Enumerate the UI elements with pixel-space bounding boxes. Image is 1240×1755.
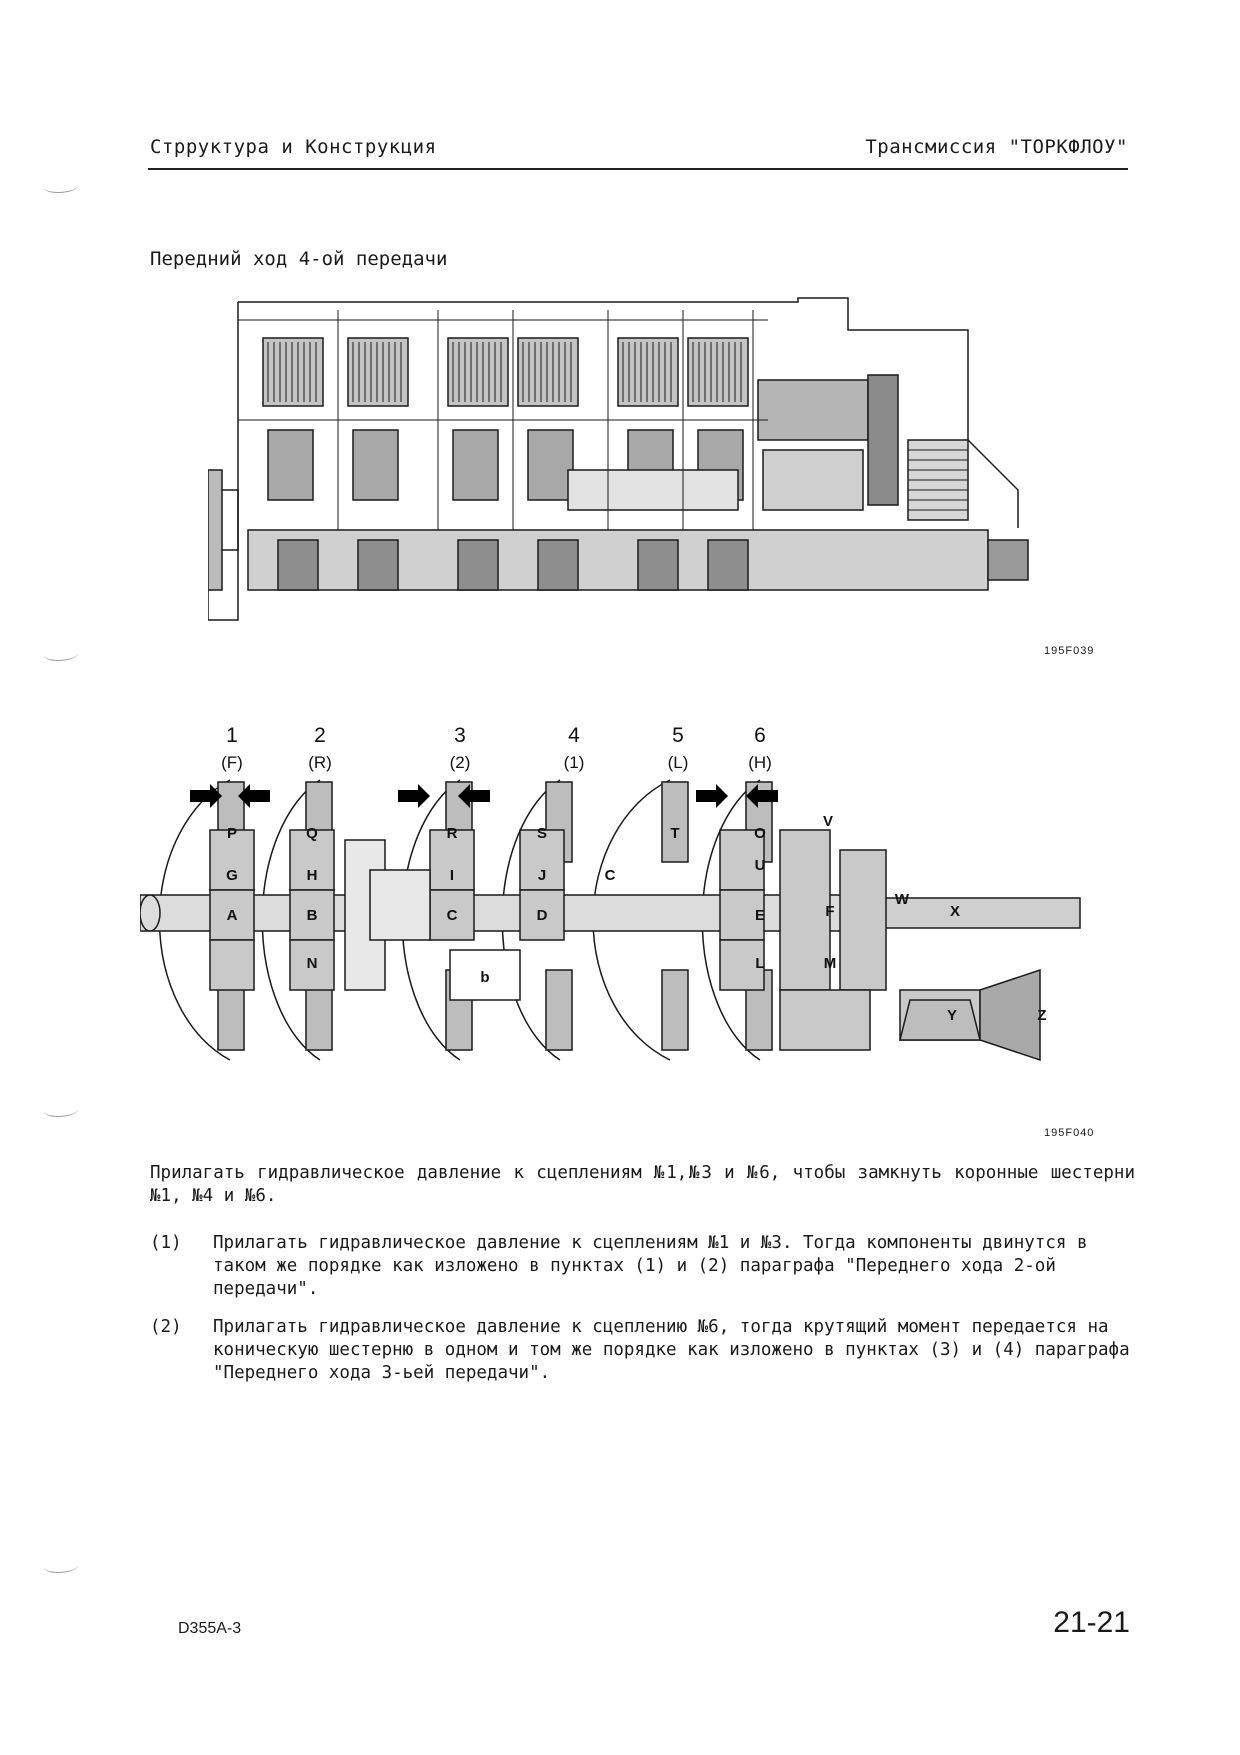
list-item-number: (1) [150, 1233, 182, 1253]
list-item: (1) Прилагать гидравлическое давление к … [150, 1232, 1135, 1304]
page-number: 21-21 [1053, 1606, 1130, 1639]
clutch-name: (H) [748, 753, 772, 772]
gear-label: C [605, 867, 616, 884]
gear-label: R [447, 825, 458, 842]
clutch-name: (1) [564, 753, 585, 772]
header-section-title: Стрруктура и Конструкция [150, 136, 437, 158]
gear-label: U [755, 857, 766, 874]
gear-label: C [447, 907, 458, 924]
gear-label: F [825, 903, 834, 920]
gear-label: B [307, 907, 318, 924]
gear-label: L [755, 955, 764, 972]
clutch-number: 2 [314, 724, 326, 747]
clutch-number: 5 [672, 724, 684, 747]
punch-mark [44, 180, 78, 193]
model-code: D355A-3 [178, 1620, 242, 1637]
clutch-number: 6 [754, 724, 766, 747]
punch-mark [44, 648, 78, 661]
gear-label: X [950, 903, 960, 920]
gear-label: Z [1037, 1007, 1046, 1024]
gear-label: A [227, 907, 238, 924]
clutch-number: 1 [226, 724, 238, 747]
gear-label: T [670, 825, 679, 842]
clutch-name: (L) [668, 753, 689, 772]
gear-label: D [537, 907, 548, 924]
header-rule [148, 168, 1128, 170]
gear-label: O [754, 825, 766, 842]
gear-label: M [824, 955, 837, 972]
clutch-name: (2) [450, 753, 471, 772]
figure2-code: 195F040 [1044, 1127, 1095, 1139]
list-item-number: (2) [150, 1317, 182, 1337]
gear-label: Q [306, 825, 318, 842]
gear-label: Y [947, 1007, 957, 1024]
gear-label: H [307, 867, 318, 884]
header-chapter-title: Трансмиссия "ТОРКФЛОУ" [865, 136, 1128, 158]
list-item: (2) Прилагать гидравлическое давление к … [150, 1316, 1135, 1388]
gear-label: E [755, 907, 765, 924]
gear-label: N [307, 955, 318, 972]
clutch-number: 3 [454, 724, 466, 747]
gear-label: S [537, 825, 547, 842]
gear-label: P [227, 825, 237, 842]
gear-label: J [538, 867, 546, 884]
clutch-name: (F) [221, 753, 243, 772]
section-title: Передний ход 4-ой передачи [150, 248, 448, 270]
transmission-cross-section-figure [208, 297, 1029, 621]
clutch-number: 4 [568, 724, 580, 747]
gear-label: I [450, 867, 454, 884]
punch-mark [44, 1104, 78, 1117]
list-item-text: Прилагать гидравлическое давление к сцеп… [213, 1233, 1088, 1299]
clutch-schematic-figure: 1 2 3 4 5 6 (F) (R) (2) (1) (L) (H) [140, 724, 1081, 1062]
intro-paragraph: Прилагать гидравлическое давление к сцеп… [150, 1163, 1135, 1206]
gear-label: W [895, 891, 910, 908]
figure1-code: 195F039 [1044, 645, 1095, 657]
punch-mark [44, 1560, 78, 1573]
gear-label: G [226, 867, 238, 884]
list-item-text: Прилагать гидравлическое давление к сцеп… [213, 1317, 1130, 1383]
gear-label: b [480, 969, 489, 986]
gear-label: V [823, 813, 833, 830]
clutch-name: (R) [308, 753, 332, 772]
